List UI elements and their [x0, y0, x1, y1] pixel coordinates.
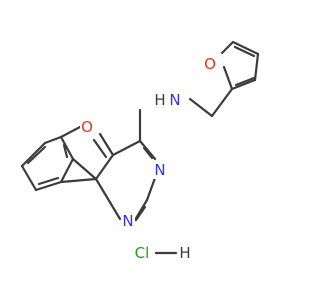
label-background: [121, 212, 135, 230]
bond: [138, 139, 157, 161]
bond: [220, 40, 235, 55]
bond: [142, 146, 154, 160]
bond: [26, 145, 47, 165]
bond: [210, 87, 234, 118]
bond: [231, 40, 260, 56]
bond-group: [20, 40, 260, 255]
bond: [20, 141, 47, 168]
nitrogen-pyrimidine-2-atom: N: [122, 212, 133, 230]
bond: [59, 177, 98, 184]
bond: [59, 157, 75, 184]
bond: [233, 45, 256, 58]
bond: [71, 157, 98, 181]
bond: [230, 78, 257, 91]
bond: [145, 176, 157, 202]
bond: [94, 153, 115, 181]
bond: [59, 125, 82, 139]
oxygen-benzofuran-atom: O: [81, 118, 93, 136]
bond: [222, 65, 234, 91]
chlorine-atom: Cl: [135, 244, 150, 262]
bond: [62, 143, 69, 159]
bond: [43, 135, 63, 145]
bond: [134, 205, 147, 222]
bond: [92, 138, 108, 159]
nitrogen-pyrimidine-1-atom: N: [154, 161, 165, 179]
bond: [34, 180, 63, 192]
label-background: [168, 91, 182, 109]
bond: [98, 132, 115, 157]
bond: [188, 97, 214, 118]
bond: [253, 52, 260, 82]
bond: [94, 177, 122, 221]
bond: [234, 76, 256, 87]
bond: [20, 164, 38, 192]
nitrogen-amine-atom: N: [169, 91, 180, 109]
bond: [59, 135, 75, 161]
oxygen-furan-atom: O: [204, 55, 216, 73]
atom-labels: O O N H N N Cl H: [80, 55, 217, 262]
label-background: [80, 116, 95, 136]
label-background: [203, 55, 217, 73]
bond: [111, 139, 142, 157]
bond: [37, 176, 60, 186]
hydrogen-hcl-atom: H: [179, 244, 190, 262]
molecule-structure-canvas: O O N H N N Cl H: [20, 40, 260, 262]
molecule-svg: O O N H N N Cl H: [20, 40, 260, 262]
hydrogen-amine-atom: H: [154, 91, 165, 109]
label-background: [153, 161, 167, 179]
